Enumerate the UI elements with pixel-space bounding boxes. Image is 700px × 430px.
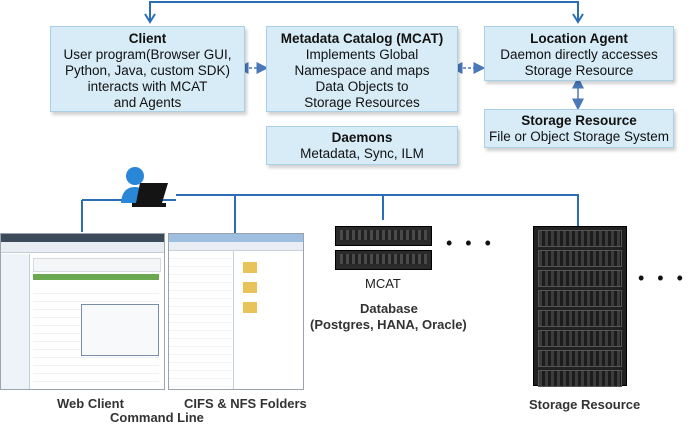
top-connector (149, 1, 579, 22)
mcat-title: Metadata Catalog (MCAT) (280, 31, 444, 46)
agent-title: Location Agent (530, 31, 628, 46)
client-line: and Agents (113, 95, 182, 110)
mcat-box: Metadata Catalog (MCAT) Implements Globa… (266, 26, 458, 112)
daemons-box: Daemons Metadata, Sync, ILM (266, 126, 458, 165)
client-line: interacts with MCAT (87, 79, 208, 94)
user-at-laptop-icon (121, 167, 168, 207)
storage-resource-box: Storage Resource File or Object Storage … (484, 109, 674, 148)
mcat-line: Data Objects to (315, 79, 409, 94)
client-box: Client User program(Browser GUI, Python,… (50, 26, 245, 112)
network-bus (176, 194, 579, 226)
database-title: Database (360, 301, 418, 316)
client-line: Python, Java, custom SDK) (64, 63, 231, 78)
mcat-server-label: MCAT (365, 276, 401, 291)
ellipsis-mcat: • • • (446, 233, 495, 253)
ellipsis-storage: • • • (638, 268, 687, 288)
web-client-caption: Web Client (57, 396, 124, 411)
daemons-line: Metadata, Sync, ILM (300, 146, 424, 161)
agent-line: Storage Resource (524, 63, 634, 78)
web-client-screenshot (0, 233, 165, 390)
storage-line: File or Object Storage System (488, 129, 670, 144)
location-agent-box: Location Agent Daemon directly accesses … (484, 26, 674, 81)
mcat-line: Implements Global (305, 47, 419, 62)
storage-title: Storage Resource (521, 113, 637, 128)
server-icon (335, 250, 432, 270)
cifs-nfs-caption: CIFS & NFS Folders (184, 396, 307, 411)
storage-rack-icon (533, 226, 627, 387)
command-line-caption: Command Line (110, 410, 204, 425)
mcat-line: Storage Resources (304, 95, 420, 110)
cifs-nfs-screenshot (168, 233, 304, 390)
server-icon (335, 226, 432, 246)
mcat-line: Namespace and maps (294, 63, 430, 78)
client-title: Client (128, 31, 167, 46)
daemons-title: Daemons (331, 130, 393, 145)
client-line: User program(Browser GUI, (63, 47, 232, 62)
agent-line: Daemon directly accesses (500, 47, 658, 62)
storage-resource-caption: Storage Resource (529, 397, 641, 412)
database-subtitle: (Postgres, HANA, Oracle) (310, 317, 467, 332)
